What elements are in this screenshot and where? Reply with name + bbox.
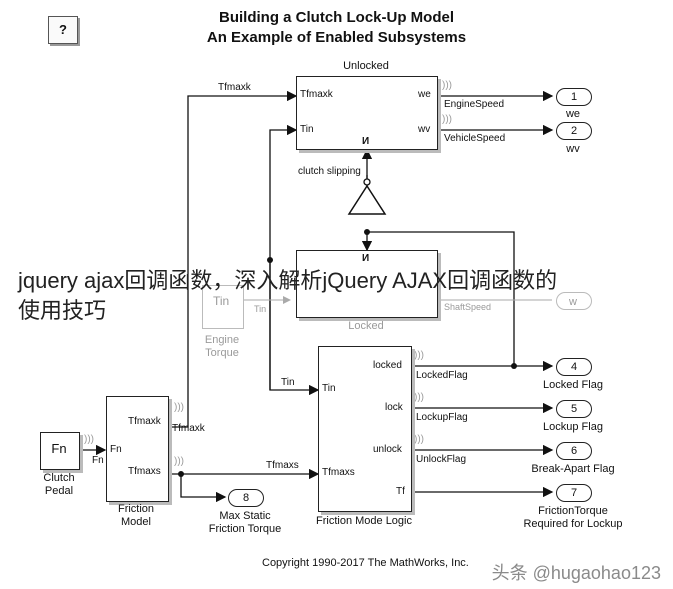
label-unlock-flag-signal: UnlockFlag — [416, 454, 467, 465]
outport-1[interactable]: 1 — [556, 88, 592, 106]
outport-8[interactable]: 8 — [228, 489, 264, 507]
label-shaft-speed: ShaftSpeed — [444, 302, 492, 312]
label-tfmaxk-side: Tfmaxk — [172, 423, 205, 434]
label-locked-flag-signal: LockedFlag — [416, 370, 468, 381]
label-vehicle-speed: VehicleSpeed — [444, 133, 506, 144]
friction-model-in-fn: Fn — [110, 444, 122, 455]
friction-model-out-tfmaxk: Tfmaxk — [128, 416, 161, 427]
label-engine-speed: EngineSpeed — [444, 99, 505, 110]
copyright-text: Copyright 1990-2017 The MathWorks, Inc. — [262, 557, 469, 569]
signal-log-icon: ))) — [174, 402, 184, 413]
logic-out-lock: lock — [385, 402, 403, 413]
fn-constant-value: Fn — [51, 441, 67, 456]
label-tin-faded: Tin — [254, 304, 267, 314]
signal-log-icon: ))) — [84, 434, 94, 445]
signal-log-icon: ))) — [414, 434, 424, 445]
outport-2[interactable]: 2 — [556, 122, 592, 140]
outport-4-label: Locked Flag — [543, 379, 603, 391]
wire-tfmaxk — [167, 90, 298, 428]
signal-log-icon: ))) — [174, 456, 184, 467]
logic-in-tfmaxs: Tfmaxs — [322, 467, 355, 478]
label-tfmaxk-top: Tfmaxk — [218, 82, 251, 93]
unlocked-title: Unlocked — [343, 60, 389, 72]
outport-7-label: FrictionTorque Required for Lockup — [523, 505, 623, 530]
outport-3-label-faded: w — [569, 296, 577, 308]
label-lockup-flag-signal: LockupFlag — [416, 412, 468, 423]
friction-mode-logic-block[interactable] — [318, 346, 412, 512]
label-clutch-slipping: clutch slipping — [298, 166, 361, 177]
engine-torque-value: Tin — [213, 294, 230, 308]
signal-log-icon: ))) — [442, 80, 452, 91]
outport-8-label: Max Static Friction Torque — [208, 510, 282, 535]
wire-enable-feedback — [367, 231, 515, 366]
friction-mode-logic-title: Friction Mode Logic — [316, 515, 412, 527]
watermark: 头条 @hugaohao123 — [491, 563, 661, 583]
outport-5-label: Lockup Flag — [543, 421, 603, 433]
label-tfmaxs: Tfmaxs — [266, 460, 299, 471]
outport-6[interactable]: 6 — [556, 442, 592, 460]
locked-enable-port: И — [362, 253, 370, 264]
outport-5[interactable]: 5 — [556, 400, 592, 418]
overlay-article-title: jquery ajax回调函数，深入解析jQuery AJAX回调函数的 使用技… — [18, 268, 558, 323]
unlocked-in-tin: Tin — [300, 124, 314, 135]
logic-out-tf: Tf — [396, 486, 405, 497]
friction-model-block[interactable] — [106, 396, 169, 502]
engine-torque-block[interactable] — [202, 285, 244, 329]
unlocked-out-we: we — [418, 89, 431, 100]
wire-tin-logic — [269, 260, 320, 396]
logic-in-tin: Tin — [322, 383, 336, 394]
logic-out-unlock: unlock — [373, 444, 402, 455]
outport-4[interactable]: 4 — [556, 358, 592, 376]
locked-subsystem[interactable] — [296, 250, 438, 318]
outport-1-label: we — [565, 108, 581, 120]
diagram-title-line2: An Example of Enabled Subsystems — [206, 29, 467, 46]
wire-tfmaxs-out — [180, 474, 227, 503]
not-gate — [347, 184, 387, 215]
friction-model-out-tfmaxs: Tfmaxs — [128, 466, 161, 477]
fn-constant-block[interactable] — [40, 432, 80, 470]
signal-log-icon: ))) — [414, 350, 424, 361]
engine-torque-label: Engine Torque — [204, 334, 240, 359]
label-fn: Fn — [92, 455, 104, 466]
help-button[interactable]: ? — [48, 16, 78, 44]
diagram-title-line1: Building a Clutch Lock-Up Model — [219, 9, 454, 26]
clutch-pedal-label: Clutch Pedal — [43, 472, 75, 497]
signal-log-icon: ))) — [442, 114, 452, 125]
outport-6-label: Break-Apart Flag — [531, 463, 615, 475]
outport-3-faded[interactable] — [556, 292, 592, 310]
locked-title: Locked — [348, 320, 384, 332]
unlocked-enable-port: И — [362, 136, 370, 147]
outport-7[interactable]: 7 — [556, 484, 592, 502]
label-tin: Tin — [281, 377, 295, 388]
unlocked-in-tfmaxk: Tfmaxk — [300, 89, 333, 100]
outport-2-label: wv — [566, 143, 580, 155]
unlocked-subsystem[interactable] — [296, 76, 438, 150]
logic-out-locked: locked — [373, 360, 402, 371]
friction-model-title: Friction Model — [117, 503, 155, 528]
signal-log-icon: ))) — [414, 392, 424, 403]
wire-tin-unlocked — [269, 124, 298, 390]
unlocked-out-wv: wv — [418, 124, 431, 135]
